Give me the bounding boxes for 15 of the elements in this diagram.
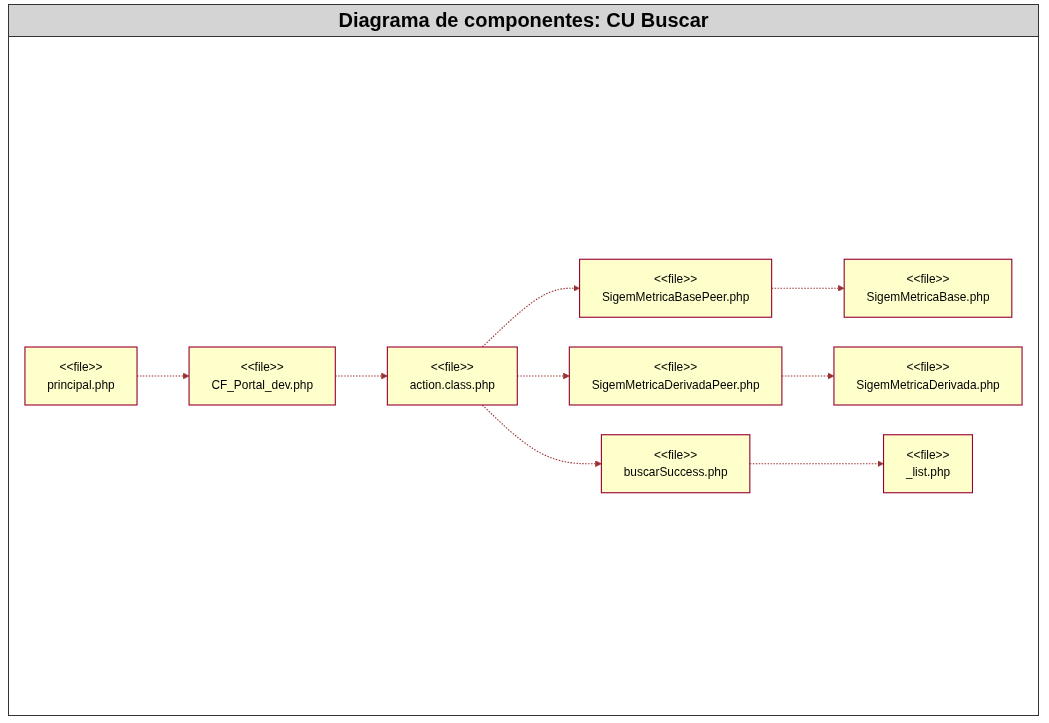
node-box (188, 346, 336, 406)
arrow (481, 404, 602, 467)
node-box (883, 434, 973, 494)
node-box (833, 346, 1023, 406)
node-box (843, 258, 1013, 318)
diagram-title: Diagrama de componentes: CU Buscar (9, 5, 1038, 37)
arrow (771, 285, 845, 292)
node-box (386, 346, 518, 406)
diagram-frame: Diagrama de componentes: CU Buscar <<file>> principal.php <<file>> CF_Portal_dev.php <<file>> action.class.php <<file>> SigemMetricaBase.php <<file>> SigemMetricaBasePeer.php <<file>> SigemMetricaDerivadaPeer.php <<file>> SigemMetricaDerivada.php <<file>> _list.php <<file>> buscarSuccess.php (8, 4, 1039, 716)
node-box (600, 434, 751, 494)
node-box (24, 346, 138, 406)
arrow (749, 460, 884, 467)
node-box (568, 346, 783, 406)
node-box (579, 258, 773, 318)
arrow (481, 285, 580, 348)
